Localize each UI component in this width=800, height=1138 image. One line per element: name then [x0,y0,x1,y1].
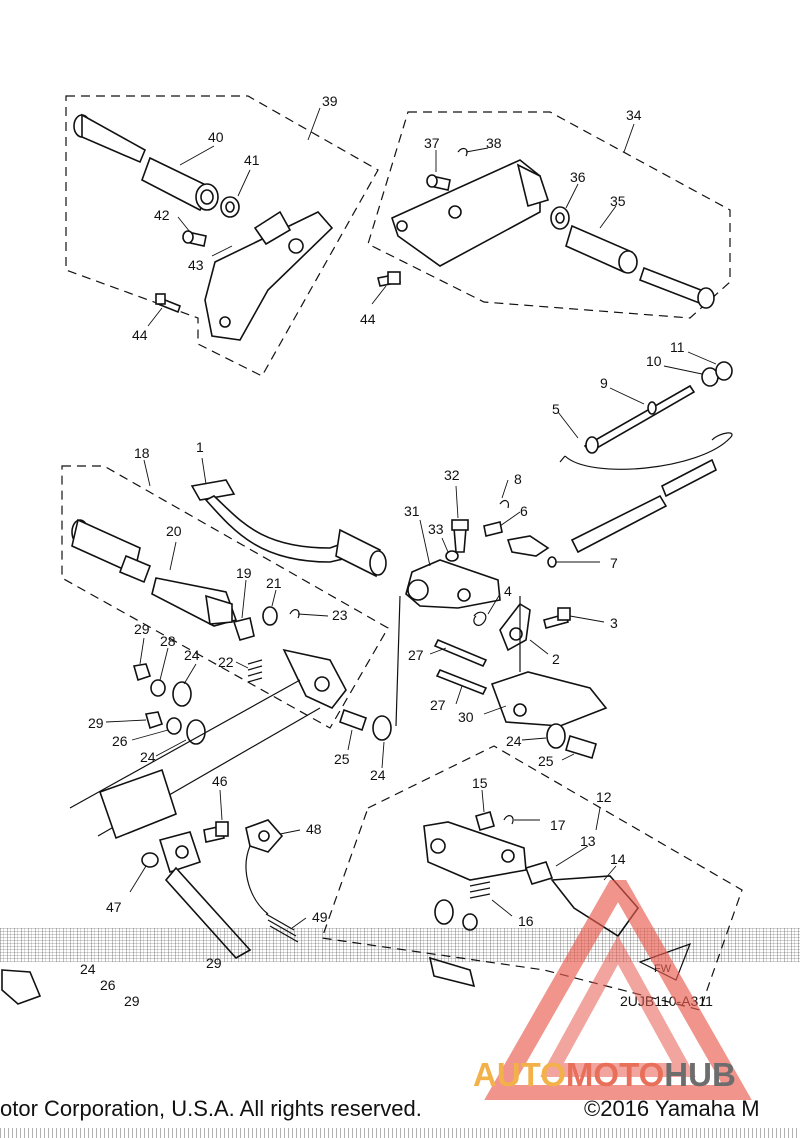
callout-18: 18 [134,445,150,461]
callout-24e: 24 [80,961,96,977]
callout-48: 48 [306,821,322,837]
callout-29d: 29 [206,955,222,971]
copyright-right: ©2016 Yamaha M [584,1096,760,1121]
callout-22: 22 [218,654,234,670]
callout-6: 6 [520,503,528,519]
callout-27b: 27 [430,697,446,713]
callout-46: 46 [212,773,228,789]
callout-25a: 25 [334,751,350,767]
callout-23: 23 [332,607,348,623]
copyright-left: otor Corporation, U.S.A. All rights rese… [0,1096,422,1121]
shift-pedal-assembly [190,457,608,727]
callout-5: 5 [552,401,560,417]
callout-37: 37 [424,135,440,151]
callout-32: 32 [444,467,460,483]
callout-34: 34 [626,107,642,123]
callout-15: 15 [472,775,488,791]
callout-8: 8 [514,471,522,487]
callout-29a: 29 [134,621,150,637]
side-stand-assembly [1,789,307,1005]
callout-24a: 24 [184,647,200,663]
callout-7: 7 [610,555,618,571]
callout-42: 42 [154,207,170,223]
watermark-triangle-logo [484,880,752,1100]
bottom-scan-noise [0,1128,800,1138]
callout-9: 9 [600,375,608,391]
watermark-hub: HUB [664,1056,736,1093]
callout-31: 31 [404,503,420,519]
callout-3: 3 [610,615,618,631]
assembly-34-right-footrest [367,111,731,319]
callout-26b: 26 [100,977,116,993]
callout-24b: 24 [506,733,522,749]
callout-4: 4 [504,583,512,599]
callout-10: 10 [646,353,662,369]
callout-1: 1 [196,439,204,455]
callout-14: 14 [610,851,626,867]
assembly-12-footrest [321,745,743,1011]
callout-27a: 27 [408,647,424,663]
callout-47: 47 [106,899,122,915]
callout-24c: 24 [140,749,156,765]
watermark-auto: AUTO [473,1056,566,1093]
callout-35: 35 [610,193,626,209]
callout-44b: 44 [360,311,376,327]
callout-39: 39 [322,93,338,109]
callout-19: 19 [236,565,252,581]
callout-17: 17 [550,817,566,833]
callout-29b: 29 [88,715,104,731]
callout-26a: 26 [112,733,128,749]
shift-rod-assembly [557,351,733,554]
callout-20: 20 [166,523,182,539]
callout-29c: 29 [124,993,140,1009]
callout-25b: 25 [538,753,554,769]
callout-40: 40 [208,129,224,145]
callout-12: 12 [596,789,612,805]
callout-21: 21 [266,575,282,591]
callout-49: 49 [312,909,328,925]
watermark-moto: MOTO [565,1056,665,1093]
callout-30: 30 [458,709,474,725]
assembly-39-left-footrest [65,95,379,377]
callout-labels: 39 40 41 42 43 44 34 37 38 36 35 44 11 1… [80,93,685,1009]
callout-11: 11 [670,339,685,355]
callout-13: 13 [580,833,596,849]
callout-24d: 24 [370,767,386,783]
watermark-text: AUTOMOTOHUB [473,1056,736,1094]
callout-41: 41 [244,152,260,168]
callout-28: 28 [160,633,176,649]
callout-16: 16 [518,913,534,929]
callout-44a: 44 [132,327,148,343]
assembly-18-footrest [61,459,597,840]
callout-36: 36 [570,169,586,185]
callout-43: 43 [188,257,204,273]
callout-2: 2 [552,651,560,667]
callout-33: 33 [428,521,444,537]
callout-38: 38 [486,135,502,151]
